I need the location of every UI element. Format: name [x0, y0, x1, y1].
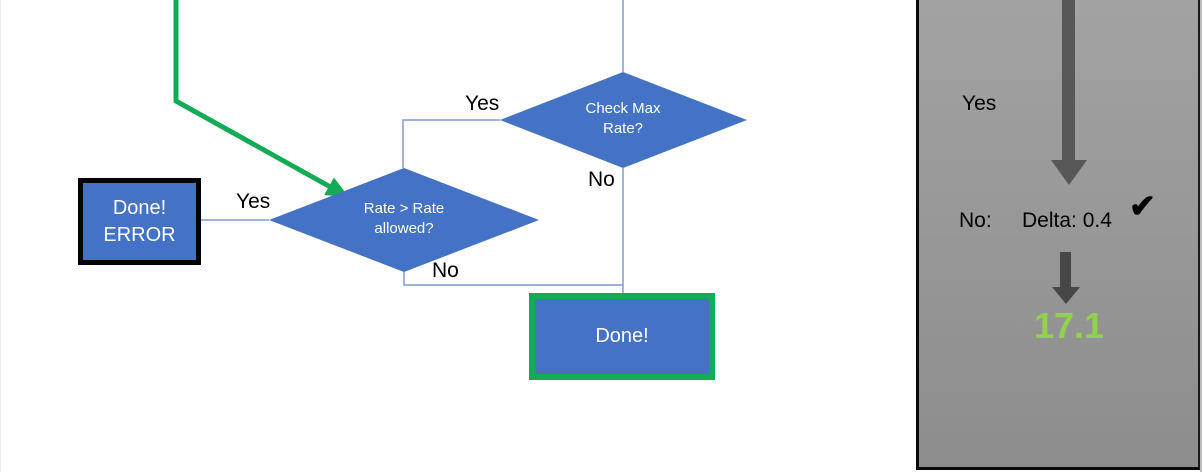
- side-panel[interactable]: Yes No: Delta: 0.4 ✔ 17.1: [916, 0, 1200, 470]
- panel-yes-label: Yes: [962, 92, 997, 115]
- down-arrow-icon: [1062, 0, 1075, 161]
- small-down-arrow-icon-head: [1052, 287, 1080, 304]
- result-value: 17.1: [1033, 305, 1105, 346]
- check-max-line1: Check Max: [585, 100, 661, 117]
- green-path-arrow: [173, 0, 350, 198]
- down-arrow-icon-head: [1051, 160, 1087, 185]
- small-down-arrow-icon: [1060, 252, 1071, 288]
- check-max-no-label: No: [588, 168, 615, 191]
- done-error-line2: ERROR: [103, 223, 176, 246]
- slide-right-gutter: [1200, 0, 1202, 472]
- panel-delta-value: Delta: 0.4: [1022, 209, 1112, 232]
- check-max-line2: Rate?: [602, 120, 644, 137]
- done-success-box[interactable]: Done!: [529, 293, 715, 380]
- check-max-rate-diamond[interactable]: [500, 72, 747, 168]
- rate-no-label: No: [432, 259, 459, 282]
- done-error-line1: Done!: [112, 196, 167, 219]
- rate-allowed-line2: allowed?: [374, 220, 434, 237]
- check-max-yes-label: Yes: [465, 92, 500, 115]
- connector-rate-no: [403, 272, 623, 286]
- rate-allowed-diamond[interactable]: [269, 168, 539, 272]
- connector-check-max-yes: [402, 119, 500, 168]
- rate-allowed-label: Rate > Rate allowed?: [304, 199, 504, 239]
- check-max-rate-label: Check Max Rate?: [523, 99, 723, 139]
- rate-yes-label: Yes: [236, 190, 271, 213]
- rate-allowed-line1: Rate > Rate: [363, 200, 445, 217]
- done-error-box[interactable]: Done! ERROR: [78, 178, 201, 265]
- panel-no-label: No:: [959, 209, 992, 232]
- done-label: Done!: [595, 325, 649, 347]
- checkmark-icon: ✔: [1129, 188, 1156, 224]
